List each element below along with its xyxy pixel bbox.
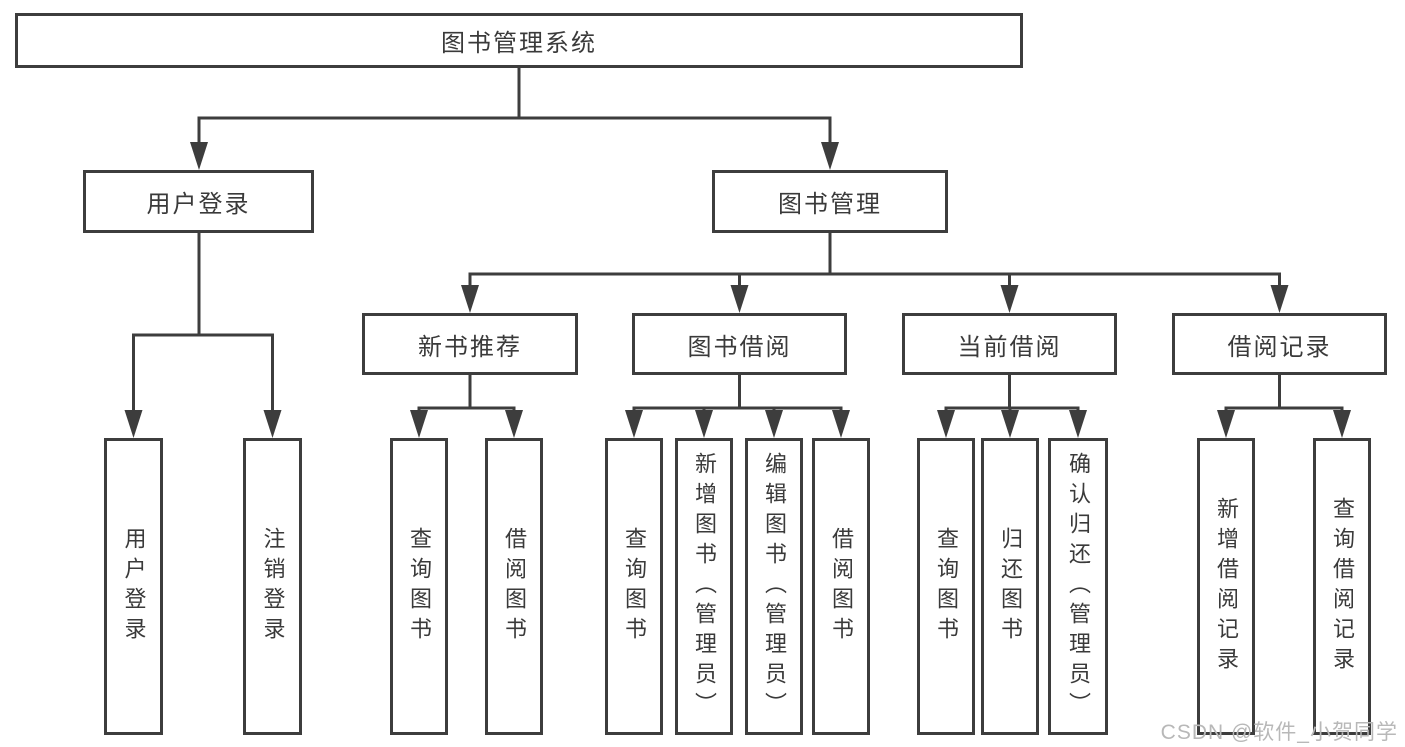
leaf-logout: 注销登录 bbox=[243, 438, 302, 735]
leaf-add-borrow-record: 新增借阅记录 bbox=[1197, 438, 1255, 735]
node-root-library-system: 图书管理系统 bbox=[15, 13, 1023, 68]
leaf-query-books-1: 查询图书 bbox=[390, 438, 448, 735]
leaf-user-login: 用户登录 bbox=[104, 438, 163, 735]
wire-book-borrow-children bbox=[632, 373, 843, 416]
leaf-return-books: 归还图书 bbox=[981, 438, 1039, 735]
leaf-add-books-admin: 新增图书（管理员） bbox=[675, 438, 733, 735]
node-borrow-records: 借阅记录 bbox=[1172, 313, 1387, 375]
csdn-watermark: CSDN @软件_小贺同学 bbox=[1160, 721, 1398, 744]
leaf-edit-books-admin: 编辑图书（管理员） bbox=[745, 438, 803, 735]
wire-root-to-level1 bbox=[197, 66, 832, 148]
leaf-query-books-2: 查询图书 bbox=[605, 438, 663, 735]
wire-new-book-children bbox=[417, 373, 516, 416]
leaf-borrow-books-2: 借阅图书 bbox=[812, 438, 870, 735]
arrowheads bbox=[124, 142, 1351, 438]
leaf-confirm-return-admin: 确认归还（管理员） bbox=[1048, 438, 1108, 735]
leaf-query-borrow-record: 查询借阅记录 bbox=[1313, 438, 1371, 735]
wire-borrow-records-children bbox=[1224, 373, 1344, 416]
wire-user-login-children bbox=[132, 231, 274, 416]
wire-current-borrow-children bbox=[944, 373, 1080, 416]
node-book-management: 图书管理 bbox=[712, 170, 948, 233]
node-book-borrow: 图书借阅 bbox=[632, 313, 847, 375]
node-current-borrow: 当前借阅 bbox=[902, 313, 1117, 375]
wire-book-mgmt-children bbox=[468, 231, 1281, 290]
leaf-borrow-books-1: 借阅图书 bbox=[485, 438, 543, 735]
node-user-login: 用户登录 bbox=[83, 170, 314, 233]
node-new-book-recommend: 新书推荐 bbox=[362, 313, 578, 375]
leaf-query-books-3: 查询图书 bbox=[917, 438, 975, 735]
